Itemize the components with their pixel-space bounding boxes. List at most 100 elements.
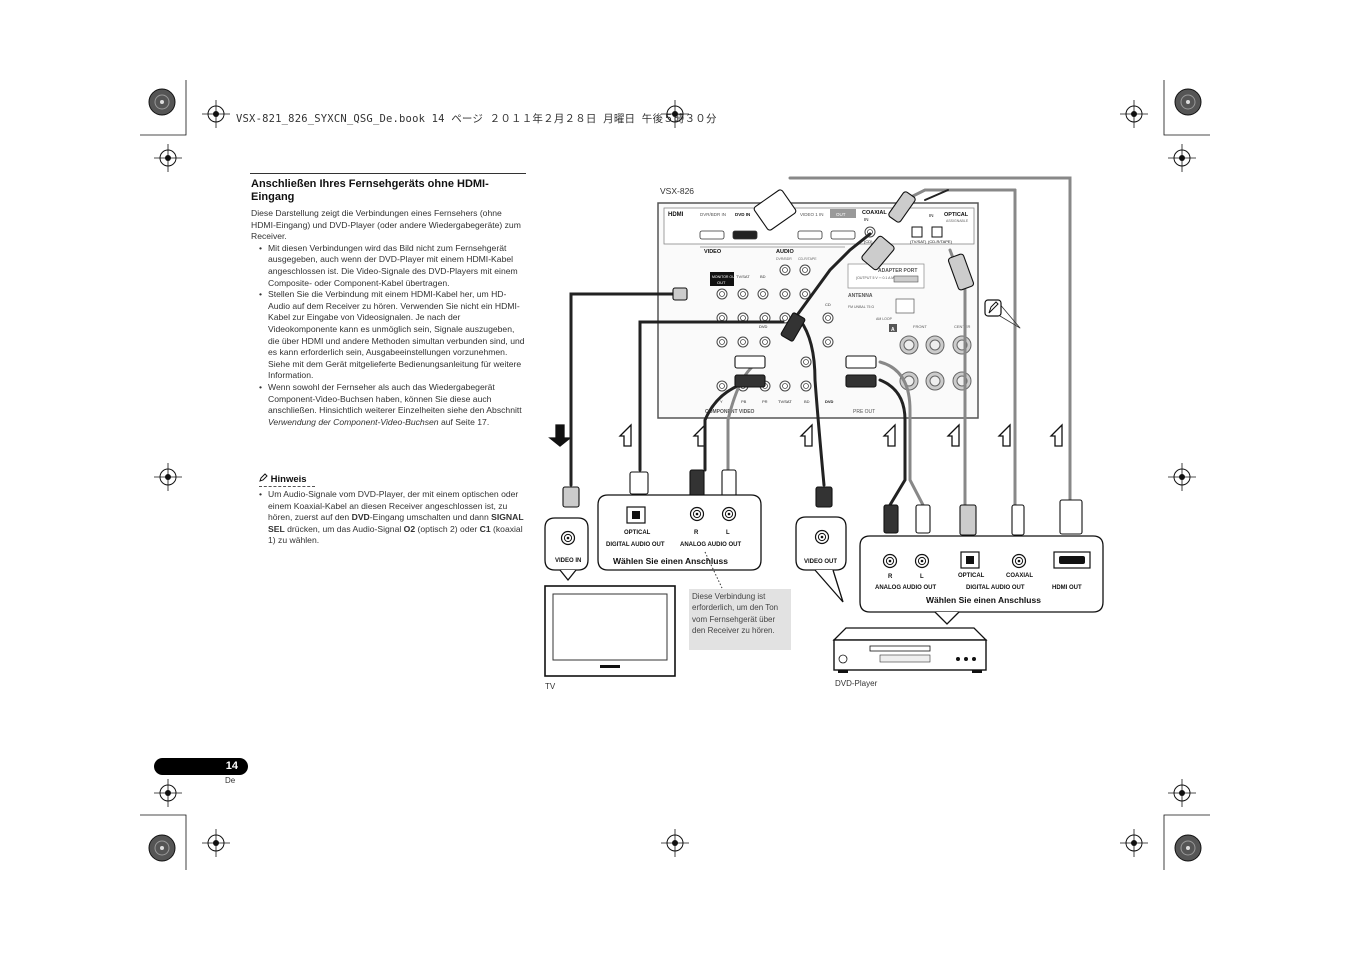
registration-crosshair-icon [153,143,183,173]
svg-text:MONITOR OUT: MONITOR OUT [712,275,738,279]
svg-text:VIDEO OUT: VIDEO OUT [804,559,837,565]
svg-text:DVD: DVD [825,399,834,404]
svg-text:ANTENNA: ANTENNA [848,293,873,299]
svg-text:TV/SAT: TV/SAT [778,399,792,404]
svg-text:VIDEO 1 IN: VIDEO 1 IN [800,212,824,217]
o2-label: O2 [403,523,416,534]
svg-text:BD: BD [804,399,810,404]
registration-crosshair-icon [1167,143,1197,173]
svg-text:DVR/BDR: DVR/BDR [776,257,792,261]
svg-text:R: R [694,530,699,536]
registration-crosshair-icon [1167,462,1197,492]
svg-text:ANALOG AUDIO OUT: ANALOG AUDIO OUT [680,542,741,548]
up-arrow-icon [882,423,896,447]
video-in-label: VIDEO IN [555,558,581,564]
dvd-player-label: DVD-Player [835,679,878,688]
down-arrow-icon [548,424,572,447]
registration-starburst-icon [1174,88,1202,116]
svg-text:HDMI: HDMI [668,212,684,218]
pencil-icon [259,473,268,485]
up-arrow-icon [997,423,1011,447]
svg-text:OUT: OUT [836,212,846,217]
svg-text:HDMI OUT: HDMI OUT [1052,585,1082,591]
svg-text:PR: PR [762,399,768,404]
registration-starburst-icon [1174,834,1202,862]
svg-text:(CD-R/TAPE): (CD-R/TAPE) [928,239,953,244]
svg-text:DVD: DVD [759,324,768,329]
svg-text:DIGITAL AUDIO OUT: DIGITAL AUDIO OUT [606,542,665,548]
svg-text:IN: IN [864,217,869,222]
cables [569,176,1072,512]
signal-sel-label: SIGNAL SEL [268,512,524,534]
section-title: Anschließen Ihres Fernsehgeräts ohne HDM… [251,178,489,203]
svg-text:DVR/BDR IN: DVR/BDR IN [700,212,726,217]
bullet-text: auf Seite 17. [438,416,490,427]
svg-text:(OUTPUT 5 V ⎓ 0.1 A MAX): (OUTPUT 5 V ⎓ 0.1 A MAX) [856,276,900,280]
registration-crosshair-icon [201,828,231,858]
registration-marks [140,80,1210,870]
intro-paragraph: Diese Darstellung zeigt die Verbindungen… [251,208,521,242]
tv-audio-l-jack [721,506,737,522]
registration-starburst-icon [148,88,176,116]
bullet-list: Mit diesen Verbindungen wird das Bild ni… [251,243,526,429]
tv-audio-r-jack [689,506,705,522]
dvd-input-label: DVD [351,512,370,523]
svg-text:L: L [726,530,730,536]
svg-text:CENTER: CENTER [954,324,971,329]
svg-text:R: R [888,574,893,580]
note-heading-label: Hinweis [270,474,307,485]
svg-text:VIDEO: VIDEO [704,249,722,255]
registration-starburst-icon [148,834,176,862]
tv-label: TV [545,682,556,691]
up-arrow-icon [799,423,813,447]
bullet-text: Wenn sowohl der Fernseher als auch das W… [268,381,522,416]
video-in-jack [560,530,576,546]
svg-text:FRONT: FRONT [913,324,927,329]
svg-text:CD: CD [825,302,831,307]
up-arrow-icon [1049,423,1063,447]
svg-text:AUDIO: AUDIO [776,249,794,255]
receiver-back-panel: VSX-826 HDMI DVR/BDR IN DVD IN VIDEO 1 I… [657,186,979,419]
svg-text:BD: BD [760,274,766,279]
up-arrow-icon [692,423,706,447]
registration-crosshair-icon [1167,778,1197,808]
up-arrow-icon [618,423,632,447]
svg-text:PRE OUT: PRE OUT [853,409,875,415]
connection-arrows [548,423,1063,447]
svg-text:(CD): (CD) [864,239,873,244]
registration-crosshair-icon [660,828,690,858]
bullet-item: Wenn sowohl der Fernseher als auch das W… [251,382,526,428]
note-marker-icon [984,299,1002,317]
dvd-audio-l-jack [914,553,930,569]
svg-text:OUT: OUT [717,280,726,285]
note-heading: Hinweis [259,473,315,487]
page-language: De [225,776,236,785]
registration-crosshair-icon [153,778,183,808]
note-item: Um Audio-Signale vom DVD-Player, der mit… [251,489,526,547]
svg-text:PB: PB [741,399,747,404]
svg-text:AM LOOP: AM LOOP [876,317,893,321]
svg-text:Wählen Sie einen Anschluss: Wählen Sie einen Anschluss [613,556,728,566]
svg-text:ADAPTER PORT: ADAPTER PORT [878,268,917,274]
tv-illustration: TV [544,585,676,691]
svg-text:A: A [891,327,895,333]
bullet-item: Mit diesen Verbindungen wird das Bild ni… [251,243,526,289]
registration-crosshair-icon [1119,828,1149,858]
svg-text:TV/SAT: TV/SAT [736,274,750,279]
svg-text:Y: Y [720,399,723,404]
svg-text:OPTICAL: OPTICAL [944,212,969,218]
svg-text:(TV/SAT): (TV/SAT) [910,239,927,244]
dvd-audio-r-jack [882,553,898,569]
receiver-model-label: VSX-826 [660,186,694,196]
svg-text:DIGITAL AUDIO OUT: DIGITAL AUDIO OUT [966,585,1025,591]
page-reference-link: Verwendung der Component-Video-Buchsen [268,416,439,427]
dvd-video-out-jack [814,529,830,545]
svg-text:OPTICAL: OPTICAL [958,573,985,579]
dvd-connection-panel: VIDEO OUT R L ANALOG AUDIO OUT OPTICAL C… [795,516,1104,625]
registration-crosshair-icon [153,462,183,492]
section-rule [250,173,526,174]
bullet-item: Stellen Sie die Verbindung mit einem HDM… [251,289,526,382]
svg-text:COAXIAL: COAXIAL [1006,573,1033,579]
page-number-badge: 14 [154,758,248,775]
